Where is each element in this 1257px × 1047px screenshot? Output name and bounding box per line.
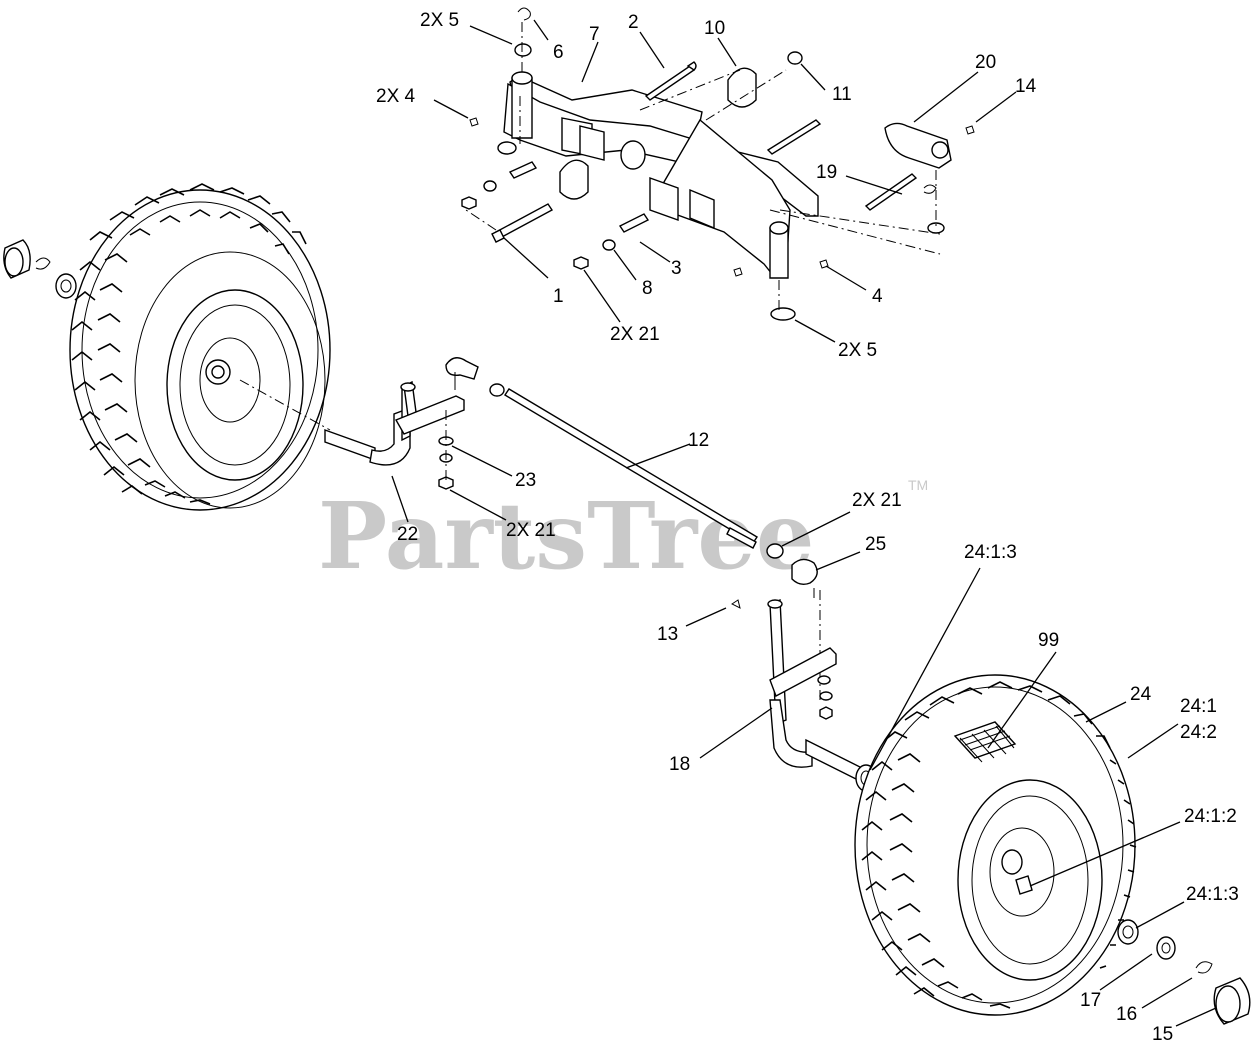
left-tire-tread — [71, 183, 307, 505]
callout-22: 22 — [397, 524, 418, 545]
right-tire-tread — [861, 681, 1137, 1009]
callout-leaders — [391, 19, 1217, 1027]
callout-2x21-mid: 2X 21 — [506, 520, 556, 541]
left-spindle — [324, 380, 465, 466]
left-wheel-hardware — [3, 239, 77, 299]
callout-12: 12 — [688, 430, 709, 451]
right-tie-rod-end — [766, 543, 821, 700]
callout-14: 14 — [1015, 76, 1037, 97]
right-spindle — [731, 598, 863, 784]
left-steering-hardware — [438, 410, 454, 490]
callout-24-1-2: 24:1:2 — [1184, 806, 1237, 827]
callout-19: 19 — [816, 162, 837, 183]
axle-hardware — [461, 7, 829, 321]
callout-16: 16 — [1116, 1004, 1137, 1025]
callout-1: 1 — [553, 286, 564, 307]
right-wheel — [854, 674, 1137, 1016]
callout-4-right: 4 — [872, 286, 883, 307]
callout-8: 8 — [642, 278, 653, 299]
callout-25: 25 — [865, 534, 886, 555]
callout-2x4-left: 2X 4 — [376, 86, 416, 107]
callout-11: 11 — [832, 84, 852, 105]
callout-24: 24 — [1130, 684, 1152, 705]
callout-23: 23 — [515, 470, 536, 491]
callout-labels: 2X 5 6 7 2 10 11 2X 4 20 14 19 1 8 3 2X … — [376, 10, 1239, 1045]
callout-2: 2 — [628, 12, 639, 33]
watermark-trademark: TM — [908, 477, 928, 493]
callout-99: 99 — [1038, 630, 1059, 651]
left-tie-rod-end — [445, 357, 505, 397]
assembly-lines — [239, 22, 787, 431]
callout-15: 15 — [1152, 1024, 1173, 1045]
front-axle — [503, 71, 819, 279]
callout-10: 10 — [704, 18, 725, 39]
right-outer-hardware — [1117, 919, 1251, 1025]
callout-2x5-bottom: 2X 5 — [838, 340, 877, 361]
callout-24-1-3-bottom: 24:1:3 — [1186, 884, 1239, 905]
callout-2x5-top: 2X 5 — [420, 10, 459, 31]
callout-24-2: 24:2 — [1180, 722, 1217, 743]
callout-17: 17 — [1080, 990, 1101, 1011]
callout-20: 20 — [975, 52, 996, 73]
callout-2x21-right: 2X 21 — [852, 490, 902, 511]
callout-2x21-top: 2X 21 — [610, 324, 660, 345]
steering-arm — [769, 122, 975, 255]
callout-13: 13 — [657, 624, 678, 645]
callout-7: 7 — [589, 24, 600, 45]
callout-3: 3 — [671, 258, 682, 279]
callout-24-1-3-top: 24:1:3 — [964, 542, 1017, 563]
callout-24-1: 24:1 — [1180, 696, 1217, 717]
left-wheel — [69, 183, 331, 511]
callout-18: 18 — [669, 754, 690, 775]
callout-6: 6 — [553, 42, 564, 63]
